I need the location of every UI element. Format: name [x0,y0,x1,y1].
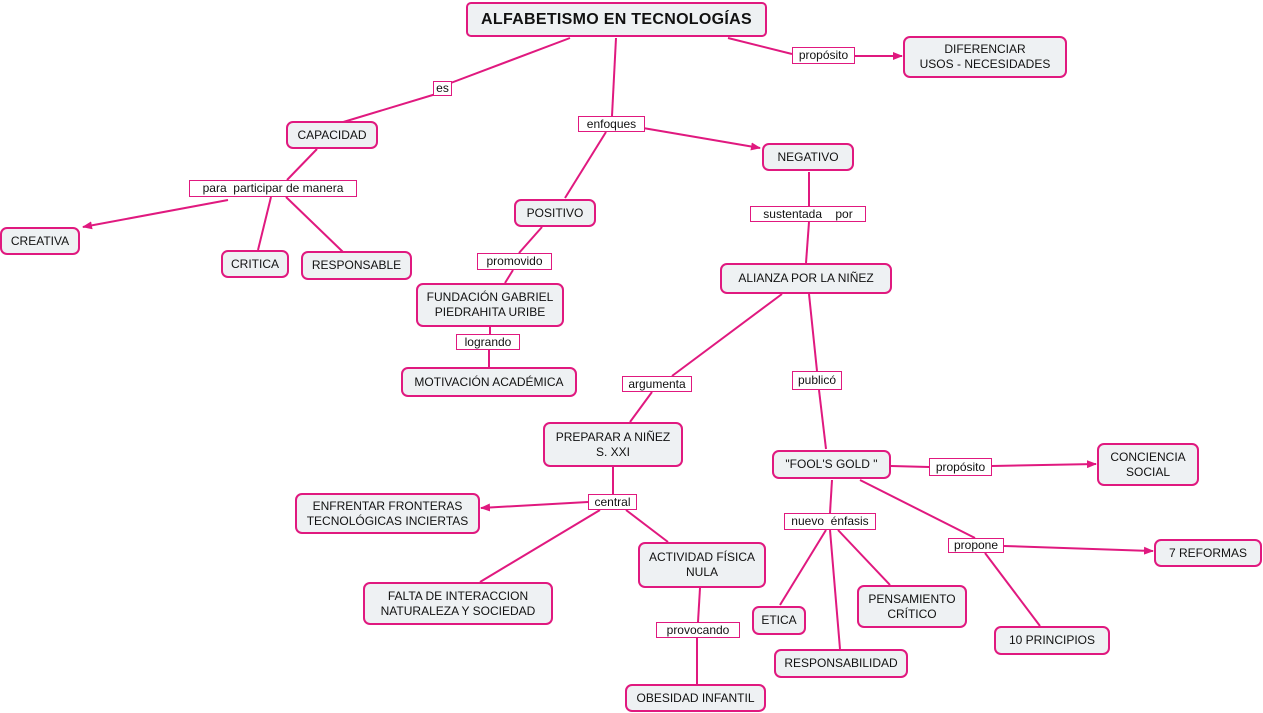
node-preparar[interactable]: PREPARAR A NIÑEZ S. XXI [543,422,683,467]
node-positivo[interactable]: POSITIVO [514,199,596,227]
link-label-central: central [588,494,637,510]
link-label-provocando: provocando [656,622,740,638]
edge-alianza-publico [808,293,818,372]
edge-actividad-provocando [697,587,701,623]
edge-fools-nuevo [829,479,833,514]
node-principios[interactable]: 10 PRINCIPIOS [994,626,1110,655]
edge-title-es [447,37,571,85]
link-label-es: es [433,81,452,96]
node-responsabilidad[interactable]: RESPONSABILIDAD [774,649,908,678]
edge-title-enfoques [611,37,617,117]
link-label-proposito-2: propósito [929,458,992,476]
node-critica[interactable]: CRITICA [221,250,289,278]
node-enfrentar[interactable]: ENFRENTAR FRONTERAS TECNOLÓGICAS INCIERT… [295,493,480,534]
edge-central-actividad [625,509,669,543]
edge-nuevo-responsabilidad [829,529,841,650]
edge-propone-principios [984,552,1041,627]
node-conciencia[interactable]: CONCIENCIA SOCIAL [1097,443,1199,486]
edge-argumenta-preparar [629,391,653,423]
title-node[interactable]: ALFABETISMO EN TECNOLOGÍAS [466,2,767,37]
link-label-nuevo-enfasis: nuevo énfasis [784,513,876,530]
link-label-argumenta: argumenta [622,376,692,392]
edge-positivo-promovido [518,226,543,254]
link-label-sustentada-por: sustentada por [750,206,866,222]
edge-enfoques-negativo [642,127,761,151]
edge-propone-reformas [1003,545,1154,555]
node-alianza[interactable]: ALIANZA POR LA NIÑEZ [720,263,892,294]
edge-title-proposito [727,37,793,55]
link-label-logrando: logrando [456,334,520,350]
link-label-promovido: promovido [477,253,552,270]
edge-alianza-argumenta [671,293,783,377]
link-label-propone: propone [948,538,1004,553]
node-fundacion[interactable]: FUNDACIÓN GABRIEL PIEDRAHITA URIBE [416,283,564,327]
edge-para-critica [257,196,272,251]
edge-es-capacidad [339,93,437,124]
node-pensamiento[interactable]: PENSAMIENTO CRÍTICO [857,585,967,628]
edge-publico-fools [818,389,827,450]
node-actividad[interactable]: ACTIVIDAD FÍSICA NULA [638,542,766,588]
edge-capacidad-para [286,148,318,181]
edge-sustentada-alianza [805,221,810,264]
edge-central-enfrentar [480,501,589,512]
edge-fools-proposito [890,465,930,468]
edge-proposito-conciencia [991,460,1097,469]
edge-fools-propone [859,479,976,539]
edge-nuevo-etica [779,529,827,606]
edge-promovido-fundacion [504,269,514,284]
edge-para-creativa [82,199,229,230]
edge-enfoques-positivo [564,131,607,199]
link-label-enfoques: enfoques [578,116,645,132]
node-fools-gold[interactable]: "FOOL'S GOLD " [772,450,891,479]
node-motivacion[interactable]: MOTIVACIÓN ACADÉMICA [401,367,577,397]
link-label-proposito-1: propósito [792,47,855,64]
node-obesidad[interactable]: OBESIDAD INFANTIL [625,684,766,712]
edge-nuevo-pensamiento [837,529,891,586]
node-etica[interactable]: ETICA [752,606,806,635]
edge-central-falta [479,509,601,583]
node-reformas[interactable]: 7 REFORMAS [1154,539,1262,567]
node-diferenciar[interactable]: DIFERENCIAR USOS - NECESIDADES [903,36,1067,78]
node-negativo[interactable]: NEGATIVO [762,143,854,171]
node-capacidad[interactable]: CAPACIDAD [286,121,378,149]
link-label-para-participar: para participar de manera [189,180,357,197]
node-responsable[interactable]: RESPONSABLE [301,251,412,280]
node-falta[interactable]: FALTA DE INTERACCION NATURALEZA Y SOCIED… [363,582,553,625]
link-label-publico: publicó [792,371,842,390]
node-creativa[interactable]: CREATIVA [0,227,80,255]
edge-para-responsable [285,196,344,253]
